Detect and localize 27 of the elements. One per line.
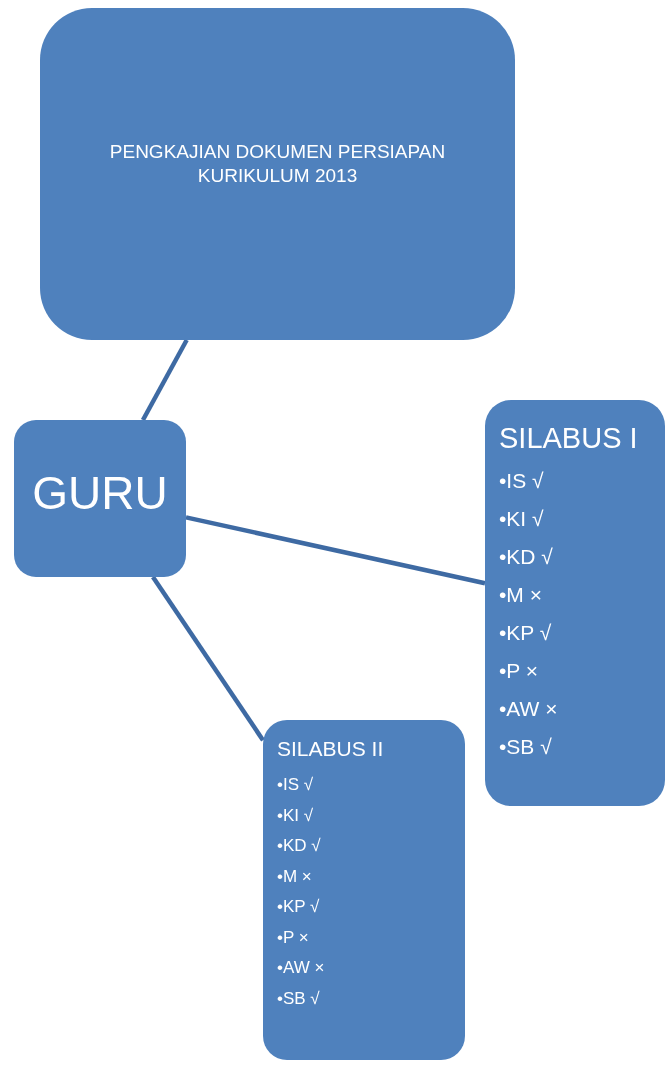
box-title: SILABUS II [277,736,384,762]
connector-line [185,515,486,586]
list-item: •KD √ [277,835,322,858]
list-item: •KI √ [499,506,545,533]
list-item: •KP √ [277,896,321,919]
list-item: •AW × [499,696,558,723]
box-title: SILABUS I [499,421,638,456]
box-title: PENGKAJIAN DOKUMEN PERSIAPAN KURIKULUM 2013 [108,140,447,188]
list-box [263,720,465,1060]
list-item: •M × [499,582,543,609]
list-item: •P × [499,658,540,685]
list-item: •KP √ [499,620,553,647]
list-item: •IS √ [499,468,545,495]
list-item: •M × [277,865,313,888]
list-item: •KI √ [277,804,315,827]
connector-line [151,575,265,742]
list-item: •SB √ [499,734,553,761]
title-box [40,8,515,340]
process-box [14,420,186,577]
box-title: GURU [32,465,168,521]
list-box [485,400,665,806]
list-item: •P × [277,926,310,949]
list-item: •IS √ [277,774,315,797]
list-item: •AW × [277,957,325,980]
connector-line [140,338,189,422]
list-item: •SB √ [277,987,321,1010]
list-item: •KD √ [499,544,554,571]
